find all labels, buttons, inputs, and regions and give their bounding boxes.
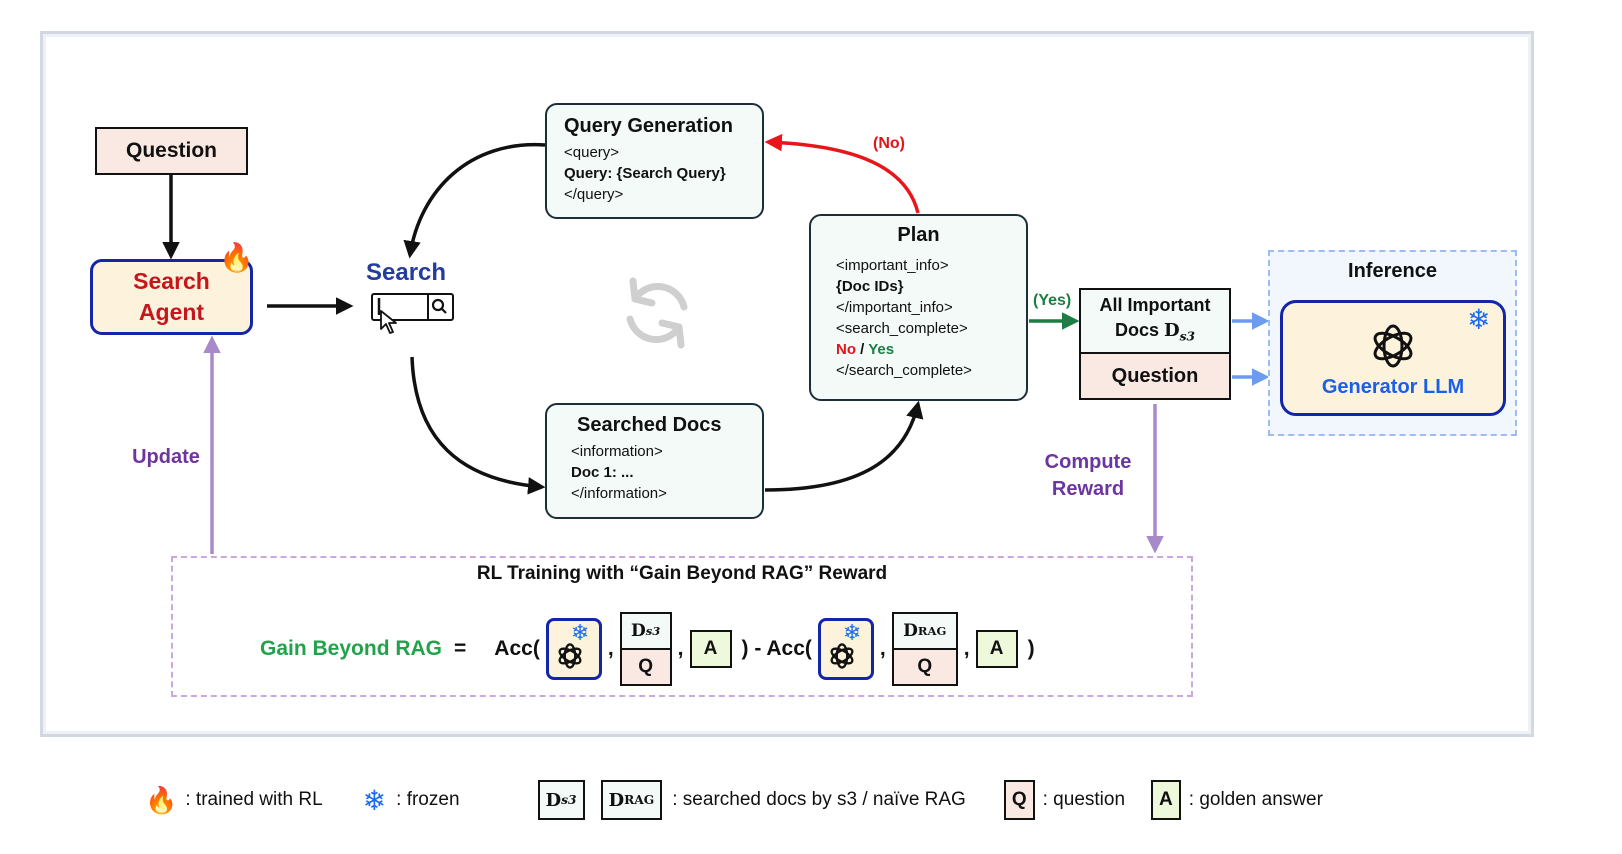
- important-docs-line2: Docs Ds3: [1115, 318, 1195, 350]
- equals-sign: =: [454, 637, 467, 660]
- q-cell: Q: [893, 650, 956, 684]
- option-separator: /: [856, 341, 869, 358]
- frozen-llm-term-1: ❄: [545, 618, 602, 680]
- plan-title: Plan: [897, 224, 940, 246]
- query-close-tag: </query>: [564, 186, 624, 203]
- legend-docs-text: : searched docs by s3 / naïve RAG: [672, 789, 966, 810]
- legend-answer-text: : golden answer: [1188, 789, 1323, 810]
- no-edge-label: (No): [873, 135, 905, 152]
- doc-entry: Doc 1: ...: [571, 464, 634, 481]
- legend-frozen-text: : frozen: [396, 789, 460, 810]
- legend-question-text: : question: [1042, 789, 1126, 810]
- information-open-tag: <information>: [571, 443, 663, 460]
- legend-drag-subscript: RAG: [624, 793, 655, 807]
- legend-ds3-subscript: s3: [561, 793, 577, 807]
- search-tool-label: Search: [366, 259, 447, 286]
- legend-trained-text: : trained with RL: [185, 789, 323, 810]
- yes-option: Yes: [868, 341, 895, 358]
- yes-edge-label: (Yes): [1033, 292, 1072, 309]
- search-complete-close-tag: </search_complete>: [836, 362, 972, 379]
- generator-llm-label: Generator LLM: [1321, 376, 1465, 398]
- search-agent-line1: Search: [133, 268, 210, 294]
- ds3-subscript: s3: [645, 624, 661, 638]
- important-info-close-tag: </important_info>: [836, 299, 953, 316]
- important-docs-box: All Important Docs Ds3: [1079, 288, 1231, 354]
- query-generation-node: Query Generation <query> Query: {Search …: [545, 103, 764, 219]
- question-box-right: Question: [1079, 352, 1231, 400]
- legend-a-box: A: [1151, 780, 1181, 820]
- legend-drag-symbol: D: [608, 789, 625, 811]
- comma: ,: [879, 637, 886, 660]
- compute-reward-label: Compute Reward: [1030, 449, 1146, 503]
- generator-llm-box: [1280, 300, 1506, 416]
- compute-reward-line1: Compute: [1044, 451, 1132, 473]
- drag-symbol: D: [903, 621, 918, 641]
- docs-symbol: D: [1164, 319, 1180, 341]
- drag-subscript: RAG: [917, 624, 947, 638]
- answer-box-2: A: [975, 630, 1018, 668]
- docs-subscript: s3: [1179, 329, 1196, 344]
- frozen-llm-term-2: ❄: [817, 618, 874, 680]
- docs-prefix: Docs: [1114, 319, 1164, 340]
- update-label: Update: [132, 446, 200, 468]
- openai-logo-icon: [1373, 324, 1413, 368]
- search-complete-open-tag: <search_complete>: [836, 320, 968, 337]
- openai-logo-icon: [558, 643, 582, 669]
- answer-box-1: A: [689, 630, 732, 668]
- minus-acc-open-2: ) - Acc(: [741, 637, 812, 660]
- snowflake-icon: ❄: [570, 620, 590, 645]
- search-complete-value: No / Yes: [836, 339, 1026, 360]
- question-label: Question: [125, 139, 217, 162]
- question-right-label: Question: [1111, 364, 1199, 387]
- doc-ids: {Doc IDs}: [836, 278, 904, 295]
- question-box: Question: [95, 127, 248, 175]
- fire-icon: 🔥: [145, 784, 178, 815]
- cursor-icon: [380, 310, 397, 334]
- query-content: Query: {Search Query}: [564, 165, 726, 182]
- diagram-frame: [40, 31, 1534, 737]
- inference-title: Inference: [1348, 260, 1437, 282]
- compute-reward-line2: Reward: [1051, 478, 1125, 500]
- search-agent-line2: Agent: [138, 299, 205, 325]
- no-option: No: [836, 341, 856, 358]
- search-agent-box: Search Agent: [90, 259, 253, 335]
- important-docs-line1: All Important: [1099, 294, 1211, 315]
- legend-q-box: Q: [1003, 780, 1035, 820]
- fire-icon: 🔥: [219, 242, 254, 273]
- searched-docs-title: Searched Docs: [577, 414, 722, 436]
- important-info-open-tag: <important_info>: [836, 257, 949, 274]
- openai-logo-icon: [830, 643, 854, 669]
- gain-beyond-rag-label: Gain Beyond RAG: [260, 637, 443, 660]
- query-generation-title: Query Generation: [564, 115, 733, 137]
- comma: ,: [677, 637, 684, 660]
- q-cell: Q: [621, 650, 670, 684]
- information-close-tag: </information>: [571, 485, 667, 502]
- ds3-symbol: D: [631, 621, 646, 641]
- comma: ,: [607, 637, 614, 660]
- rl-training-panel: [171, 556, 1193, 697]
- plan-node: Plan <important_info> {Doc IDs} </import…: [809, 214, 1028, 401]
- query-open-tag: <query>: [564, 144, 620, 161]
- searched-docs-node: Searched Docs <information> Doc 1: ... <…: [545, 403, 764, 519]
- comma: ,: [963, 637, 970, 660]
- legend-ds3-symbol: D: [545, 789, 562, 811]
- snowflake-icon: ❄: [842, 620, 862, 645]
- rl-training-title: RL Training with “Gain Beyond RAG” Rewar…: [476, 563, 888, 584]
- snowflake-icon: ❄: [362, 784, 387, 816]
- acc-open-1: Acc(: [494, 637, 540, 660]
- snowflake-icon: ❄: [1467, 304, 1491, 335]
- close-paren: ): [1027, 637, 1035, 660]
